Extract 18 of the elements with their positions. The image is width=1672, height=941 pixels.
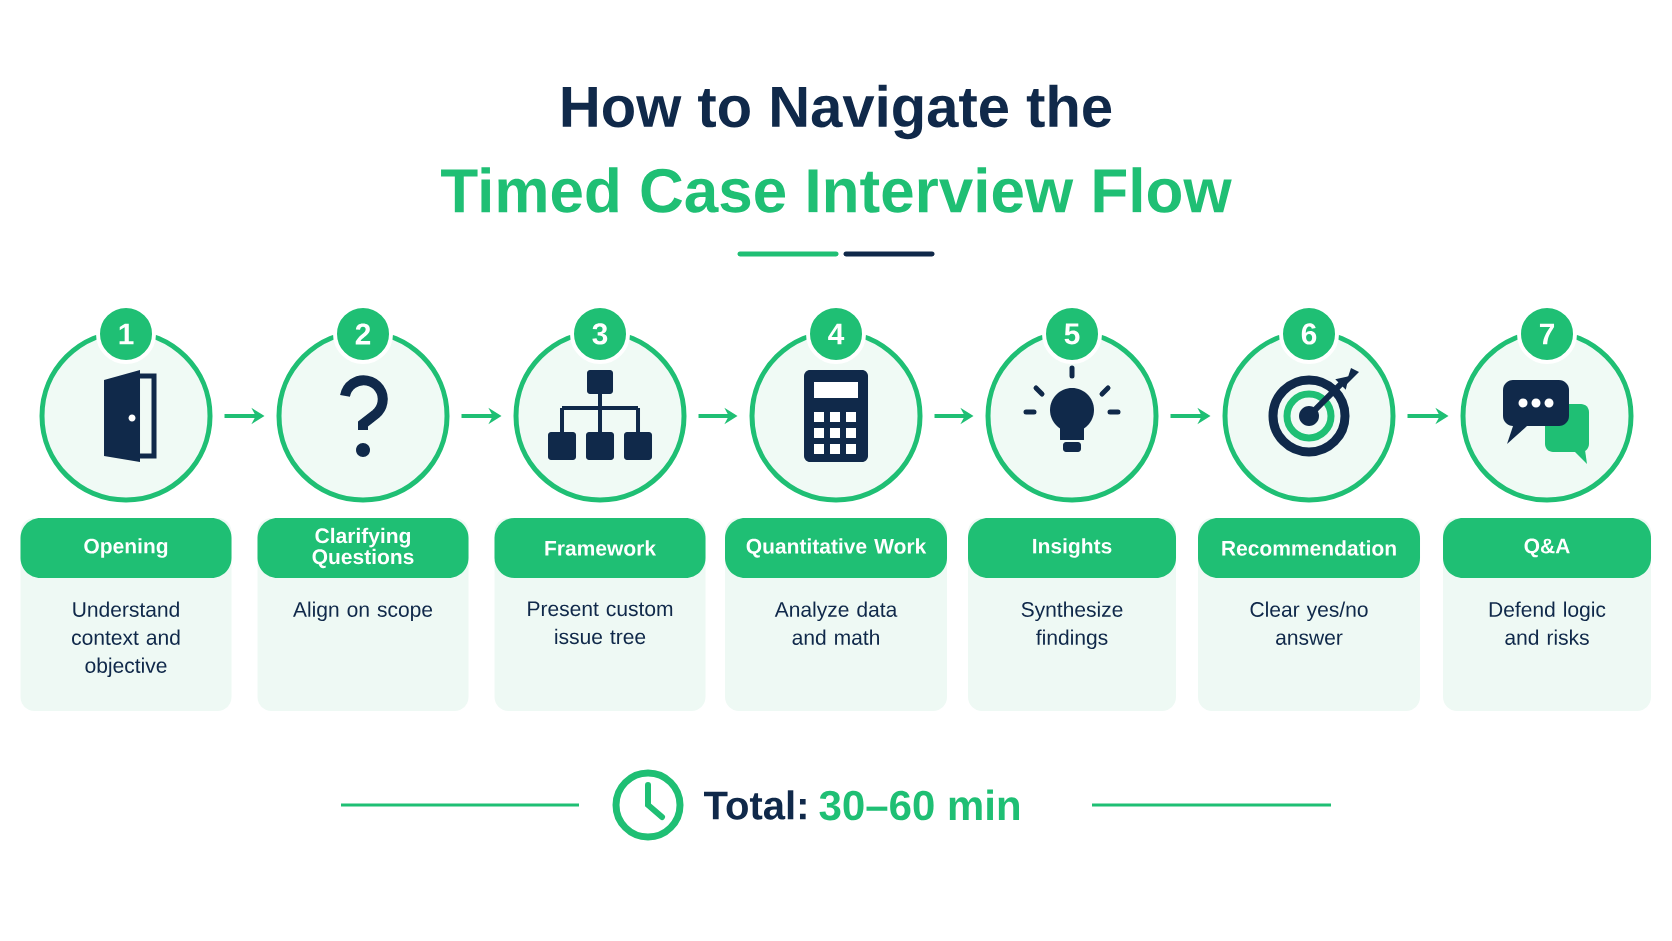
card-header: Insights (968, 518, 1176, 578)
card-description: Clear yes/no answer (1250, 601, 1368, 645)
card-header: Quantitative Work (725, 518, 947, 578)
duration: 30–60 min (819, 789, 1019, 821)
card-description: Present custom issue tree (528, 601, 673, 645)
card-description: Understand context and objective (72, 601, 180, 678)
card-header: Framework (494, 518, 706, 578)
card-header: Clarifying Questions (257, 518, 469, 578)
card-description: Defend logic and risks (1489, 601, 1606, 645)
card-description: Align on scope (293, 601, 433, 622)
title: How to Navigate the (562, 84, 1112, 140)
card-description: Synthesize findings (1021, 601, 1123, 650)
card-header: Opening (20, 518, 232, 578)
card-description: Analyze data and math (774, 601, 898, 645)
title: Timed Case Interview Flow (441, 167, 1232, 213)
card-header: Q&A (1443, 518, 1651, 578)
total-label: Total: (704, 790, 806, 820)
card-header: Recommendation (1198, 518, 1420, 578)
